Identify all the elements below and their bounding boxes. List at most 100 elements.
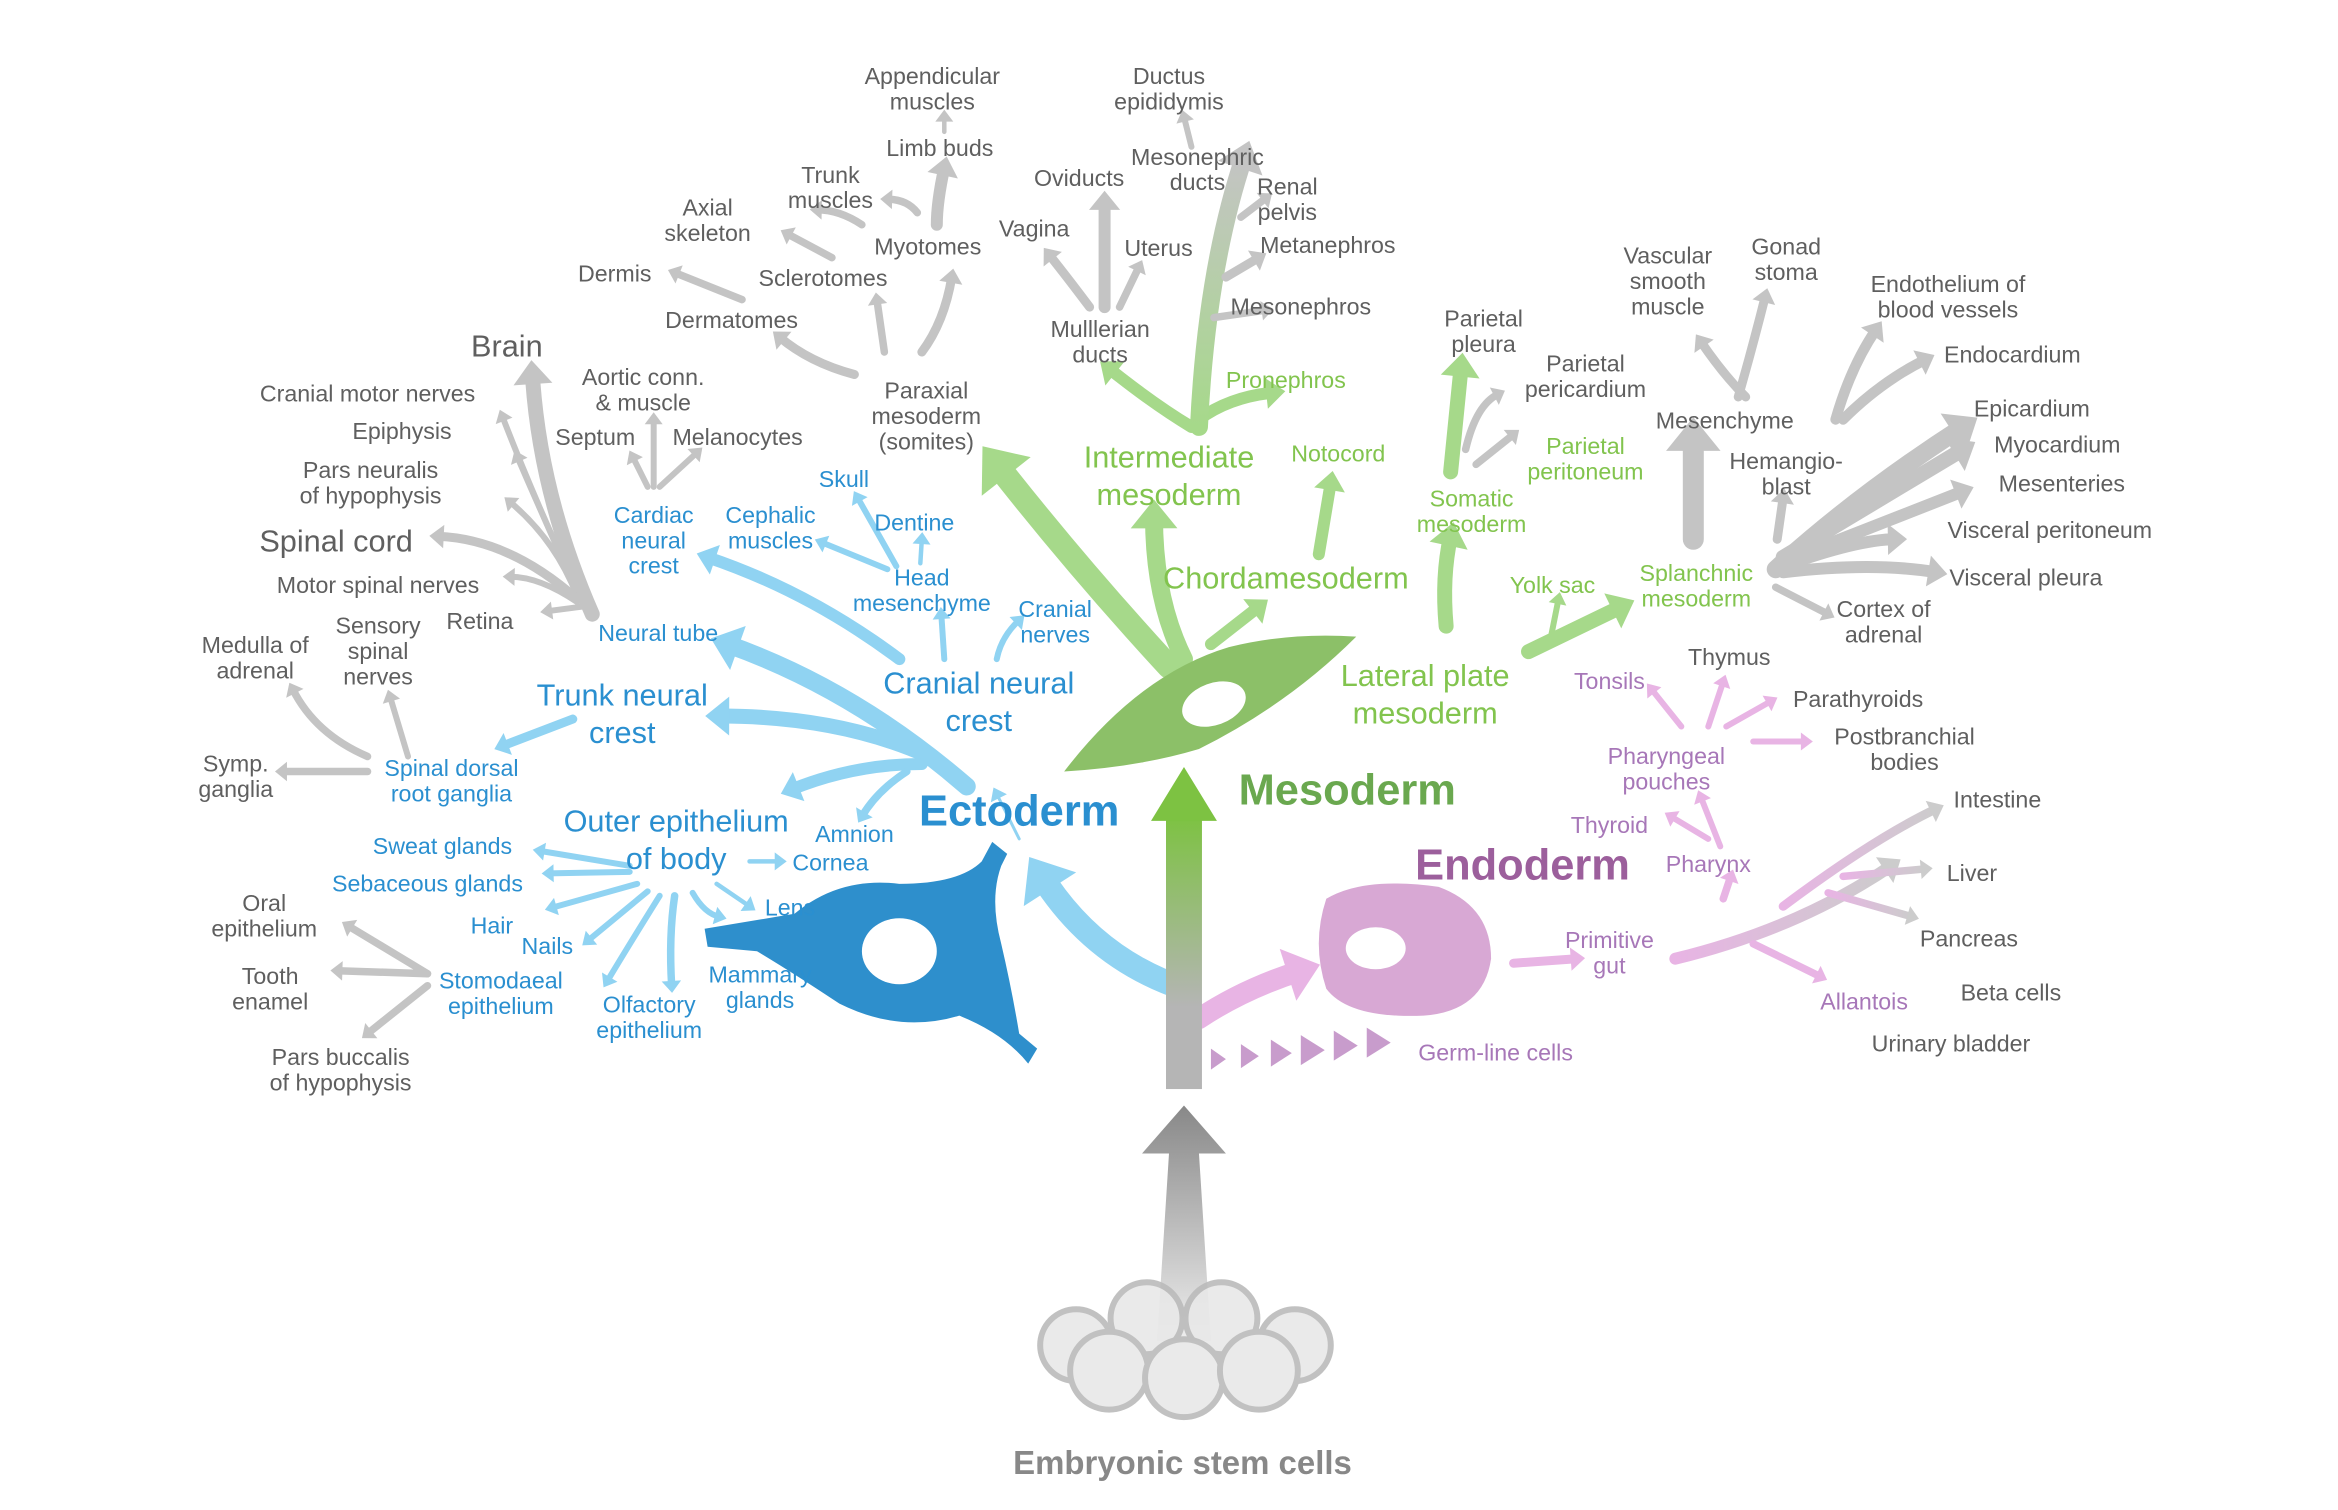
label-beta: Beta cells	[1961, 980, 2062, 1006]
label-line: Postbranchial	[1834, 724, 1975, 750]
label-line: nerves	[343, 664, 413, 690]
arrowhead	[1713, 674, 1731, 689]
label-line: mesoderm	[1353, 696, 1498, 731]
label-hair: Hair	[471, 912, 514, 938]
label-symp: Symp.ganglia	[198, 750, 273, 801]
arrowhead	[661, 980, 682, 993]
arrowhead	[341, 919, 358, 937]
arrow	[1777, 561, 1942, 579]
arrow	[1312, 476, 1337, 561]
label-line: adrenal	[217, 658, 294, 684]
label-line: spinal	[348, 638, 409, 664]
arrow	[1775, 441, 1971, 565]
arrow	[775, 332, 859, 379]
label-line: Dermatomes	[665, 307, 798, 333]
label-line: Thymus	[1688, 644, 1771, 670]
label-uterus: Uterus	[1124, 235, 1192, 261]
label-line: Mesonephros	[1231, 294, 1372, 320]
label-line: Parathyroids	[1793, 686, 1923, 712]
label-line: nerves	[1020, 622, 1090, 648]
label-line: Amnion	[815, 821, 894, 847]
arrow	[1221, 253, 1264, 282]
label-line: Splanchnic	[1640, 560, 1754, 586]
label-line: Cranial	[1018, 596, 1092, 622]
label-line: Outer epithelium	[564, 803, 789, 838]
arrow	[536, 847, 633, 869]
arrow	[584, 888, 651, 944]
label-line: Allantois	[1820, 989, 1908, 1015]
arrow	[545, 868, 633, 877]
arrow	[1210, 306, 1271, 322]
arrow	[666, 892, 679, 990]
arrowhead	[740, 896, 756, 912]
arrowhead	[1913, 350, 1935, 375]
arrowhead	[856, 807, 873, 823]
label-line: mesoderm	[1417, 511, 1527, 537]
label-line: Renal	[1257, 174, 1318, 200]
label-neural-tube: Neural tube	[598, 620, 718, 646]
label-line: Axial	[682, 195, 732, 221]
arrowhead	[1800, 732, 1813, 751]
arrowhead	[687, 447, 703, 463]
label-line: Sensory	[335, 613, 421, 639]
arrow	[701, 551, 906, 666]
label-line: of body	[626, 841, 727, 876]
label-line: Liver	[1947, 860, 1998, 886]
arrow	[548, 880, 641, 911]
label-line: pouches	[1622, 768, 1710, 794]
arrow	[1669, 859, 1898, 965]
label-line: Cephalic	[725, 502, 815, 528]
label-notocord: Notocord	[1291, 440, 1385, 466]
label-line: Septum	[555, 424, 635, 450]
arrow	[785, 757, 928, 796]
label-line: Medulla of	[202, 632, 310, 658]
arrowhead	[1429, 522, 1468, 550]
arrowhead	[710, 625, 746, 671]
label-line: root ganglia	[391, 780, 512, 806]
label-line: Dermis	[578, 261, 651, 287]
label-line: adrenal	[1845, 622, 1922, 648]
label-oviducts: Oviducts	[1034, 165, 1124, 191]
germline-arrows	[1210, 1027, 1391, 1070]
label-line: ducts	[1170, 169, 1225, 195]
arrowhead	[1819, 603, 1835, 621]
label-line: Lateral plate	[1341, 658, 1510, 693]
arrowhead	[1950, 479, 1974, 509]
arrow	[1188, 960, 1312, 1030]
label-line: Cardiac	[614, 502, 694, 528]
label-line: Pars buccalis	[272, 1044, 410, 1070]
label-cornea: Cornea	[792, 849, 868, 875]
arrow	[984, 452, 1181, 679]
arrow	[1145, 507, 1193, 669]
label-spinal-cord: Spinal cord	[259, 523, 413, 558]
label-line: Beta cells	[1961, 980, 2062, 1006]
arrow	[1237, 193, 1271, 221]
label-line: Uterus	[1124, 235, 1192, 261]
label-line: bodies	[1870, 749, 1938, 775]
label-line: Pars neuralis	[303, 457, 438, 483]
label-line: of hypophysis	[270, 1070, 412, 1096]
label-line: ganglia	[198, 776, 273, 802]
arrow	[1189, 148, 1253, 436]
arrow	[497, 714, 578, 751]
label-line: & muscle	[595, 389, 690, 415]
arrowhead	[330, 961, 343, 981]
label-line: Mesenteries	[1999, 470, 2125, 496]
label-line: Visceral peritoneum	[1948, 517, 2153, 543]
arrowhead	[1314, 471, 1345, 493]
arrow	[858, 767, 911, 821]
arrow	[387, 693, 412, 760]
label-line: Somatic	[1430, 485, 1514, 511]
arrow	[1749, 940, 1825, 981]
trunk	[1166, 816, 1202, 1090]
label-liver: Liver	[1947, 860, 1998, 886]
label-germline: Germ-line cells	[1418, 1040, 1573, 1066]
